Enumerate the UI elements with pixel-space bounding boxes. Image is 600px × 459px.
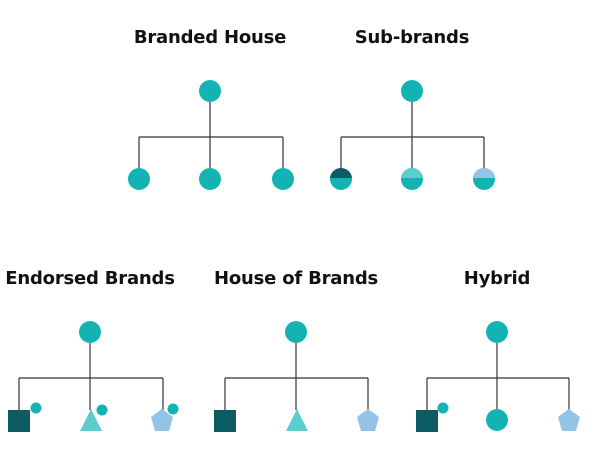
tree-endorsed-brands: [8, 321, 179, 432]
split-circle-light-blue: [473, 168, 495, 190]
diagram-title-branded-house: Branded House: [133, 27, 287, 48]
endorsement-dot: [437, 402, 449, 414]
split-circle-light-teal: [401, 168, 423, 190]
diagram-title-hybrid: Hybrid: [463, 268, 531, 289]
connector-lines: [18, 343, 164, 410]
endorsement-dot: [96, 404, 108, 416]
light-teal-triangle: [286, 409, 308, 431]
light-blue-pentagon: [357, 409, 379, 431]
diagram-title-house-of-brands: House of Brands: [213, 268, 379, 289]
child-brand-circle: [199, 168, 221, 190]
dark-teal-square-with-dot: [8, 402, 42, 432]
dark-teal-square: [214, 410, 236, 432]
child-brand-circle: [272, 168, 294, 190]
parent-brand-circle: [486, 321, 508, 343]
light-blue-pentagon: [558, 409, 580, 431]
parent-brand-circle: [79, 321, 101, 343]
endorsement-dot: [30, 402, 42, 414]
diagram-title-endorsed-brands: Endorsed Brands: [5, 268, 175, 289]
connector-lines: [426, 343, 570, 410]
connector-lines: [138, 102, 284, 168]
dark-teal-square-with-dot: [416, 402, 449, 432]
tree-house-of-brands: [214, 321, 379, 432]
tree-hybrid: [416, 321, 580, 432]
split-circle-dark-teal: [330, 168, 352, 190]
diagram-title-sub-brands: Sub-brands: [354, 27, 470, 48]
tree-branded-house: [128, 80, 294, 190]
connector-lines: [340, 102, 485, 168]
parent-brand-circle: [199, 80, 221, 102]
light-teal-triangle-with-dot: [80, 404, 108, 431]
child-brand-circle: [128, 168, 150, 190]
tree-sub-brands: [330, 80, 495, 190]
light-blue-pentagon-with-dot: [151, 403, 179, 431]
endorsement-dot: [167, 403, 179, 415]
connector-lines: [224, 343, 369, 410]
parent-brand-circle: [401, 80, 423, 102]
teal-circle: [486, 409, 508, 431]
parent-brand-circle: [285, 321, 307, 343]
